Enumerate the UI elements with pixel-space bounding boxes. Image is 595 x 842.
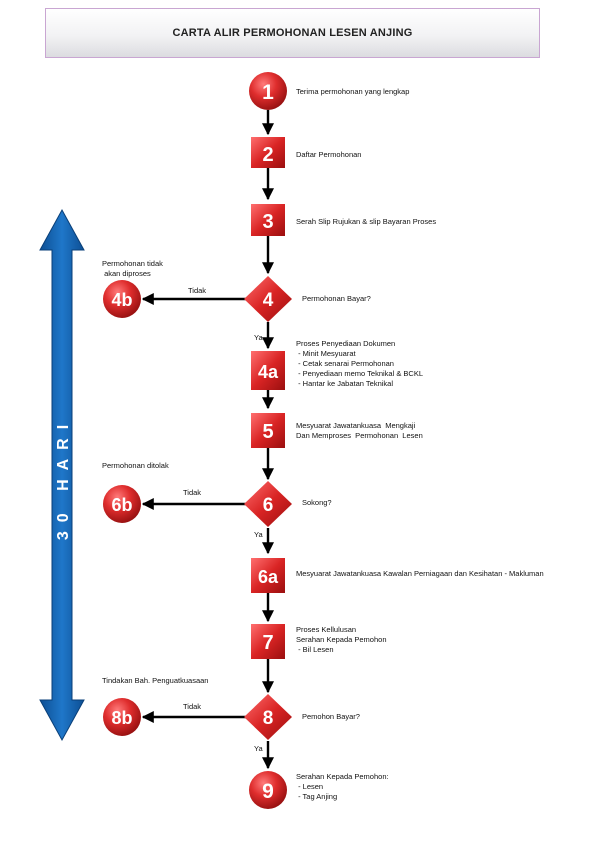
node-6b-number: 6b [111, 495, 132, 515]
node-8-decision: 8 Pemohon Bayar? [244, 694, 360, 740]
node-8-number: 8 [263, 708, 274, 729]
node-2: 2 Daftar Permohonan [251, 137, 361, 168]
node-6a-number: 6a [258, 567, 279, 587]
node-7-label-line3: - Bil Lesen [296, 645, 334, 654]
node-4b: 4b Permohonan tidak akan diproses [102, 259, 163, 318]
node-4-label: Permohonan Bayar? [302, 294, 371, 303]
node-5-label-line2: Dan Memproses Permohonan Lesen [296, 431, 423, 440]
node-4b-number: 4b [111, 290, 132, 310]
node-2-label: Daftar Permohonan [296, 150, 361, 159]
edge-label-tidak-4: Tidak [188, 286, 206, 295]
node-4b-label-line2: akan diproses [102, 269, 151, 278]
node-3-label: Serah Slip Rujukan & slip Bayaran Proses [296, 217, 436, 226]
node-8b-label: Tindakan Bah. Penguatkuasaan [102, 676, 208, 685]
edge-label-tidak-6: Tidak [183, 488, 201, 497]
node-4-decision: 4 Permohonan Bayar? [244, 276, 371, 322]
node-8-label: Pemohon Bayar? [302, 712, 360, 721]
node-8b: 8b Tindakan Bah. Penguatkuasaan [102, 676, 208, 736]
node-4-number: 4 [263, 290, 274, 311]
duration-double-arrow: 30 HARI [39, 208, 85, 742]
edge-label-tidak-8: Tidak [183, 702, 201, 711]
node-1-label: Terima permohonan yang lengkap [296, 87, 409, 96]
node-4a-label-line1: Proses Penyediaan Dokumen [296, 339, 395, 348]
node-3-number: 3 [262, 211, 273, 233]
edge-label-ya-4: Ya [254, 333, 263, 342]
node-7: 7 Proses Kellulusan Serahan Kepada Pemoh… [251, 624, 387, 659]
node-9-label-line2: - Lesen [296, 782, 323, 791]
node-5: 5 Mesyuarat Jawatankuasa Mengkaji Dan Me… [251, 413, 423, 448]
edge-label-ya-6: Ya [254, 530, 263, 539]
title-banner: CARTA ALIR PERMOHONAN LESEN ANJING [45, 8, 540, 58]
node-9: 9 Serahan Kepada Pemohon: - Lesen - Tag … [249, 771, 389, 809]
node-9-number: 9 [262, 780, 274, 803]
node-1: 1 Terima permohonan yang lengkap [249, 72, 409, 110]
node-4a-label-line4: - Penyediaan memo Teknikal & BCKL [296, 369, 423, 378]
node-6b: 6b Permohonan ditolak [102, 461, 169, 523]
node-7-label-line1: Proses Kellulusan [296, 625, 356, 634]
node-6b-label: Permohonan ditolak [102, 461, 169, 470]
node-4a-number: 4a [258, 362, 279, 382]
node-5-number: 5 [262, 421, 273, 443]
node-5-label-line1: Mesyuarat Jawatankuasa Mengkaji [296, 421, 416, 430]
page-title: CARTA ALIR PERMOHONAN LESEN ANJING [172, 27, 413, 39]
node-6a: 6a Mesyuarat Jawatankuasa Kawalan Pernia… [251, 558, 544, 593]
node-9-label-line3: - Tag Anjing [296, 792, 337, 801]
node-9-label-line1: Serahan Kepada Pemohon: [296, 772, 389, 781]
node-6-number: 6 [263, 495, 274, 516]
node-4a-label-line2: - Minit Mesyuarat [296, 349, 357, 358]
node-4a-label-line3: - Cetak senarai Permohonan [296, 359, 394, 368]
node-2-number: 2 [262, 144, 273, 166]
node-6a-label: Mesyuarat Jawatankuasa Kawalan Perniagaa… [296, 569, 544, 578]
node-4a-label-line5: - Hantar ke Jabatan Teknikal [296, 379, 393, 388]
node-6-label: Sokong? [302, 498, 332, 507]
node-8b-number: 8b [111, 708, 132, 728]
duration-label: 30 HARI [55, 416, 72, 540]
node-6-decision: 6 Sokong? [244, 481, 332, 527]
node-4a: 4a Proses Penyediaan Dokumen - Minit Mes… [251, 339, 423, 390]
node-3: 3 Serah Slip Rujukan & slip Bayaran Pros… [251, 204, 436, 236]
main-connectors [141, 110, 274, 770]
node-7-number: 7 [262, 632, 273, 654]
node-1-number: 1 [262, 81, 274, 104]
edge-label-ya-8: Ya [254, 744, 263, 753]
node-7-label-line2: Serahan Kepada Pemohon [296, 635, 387, 644]
node-4b-label-line1: Permohonan tidak [102, 259, 163, 268]
